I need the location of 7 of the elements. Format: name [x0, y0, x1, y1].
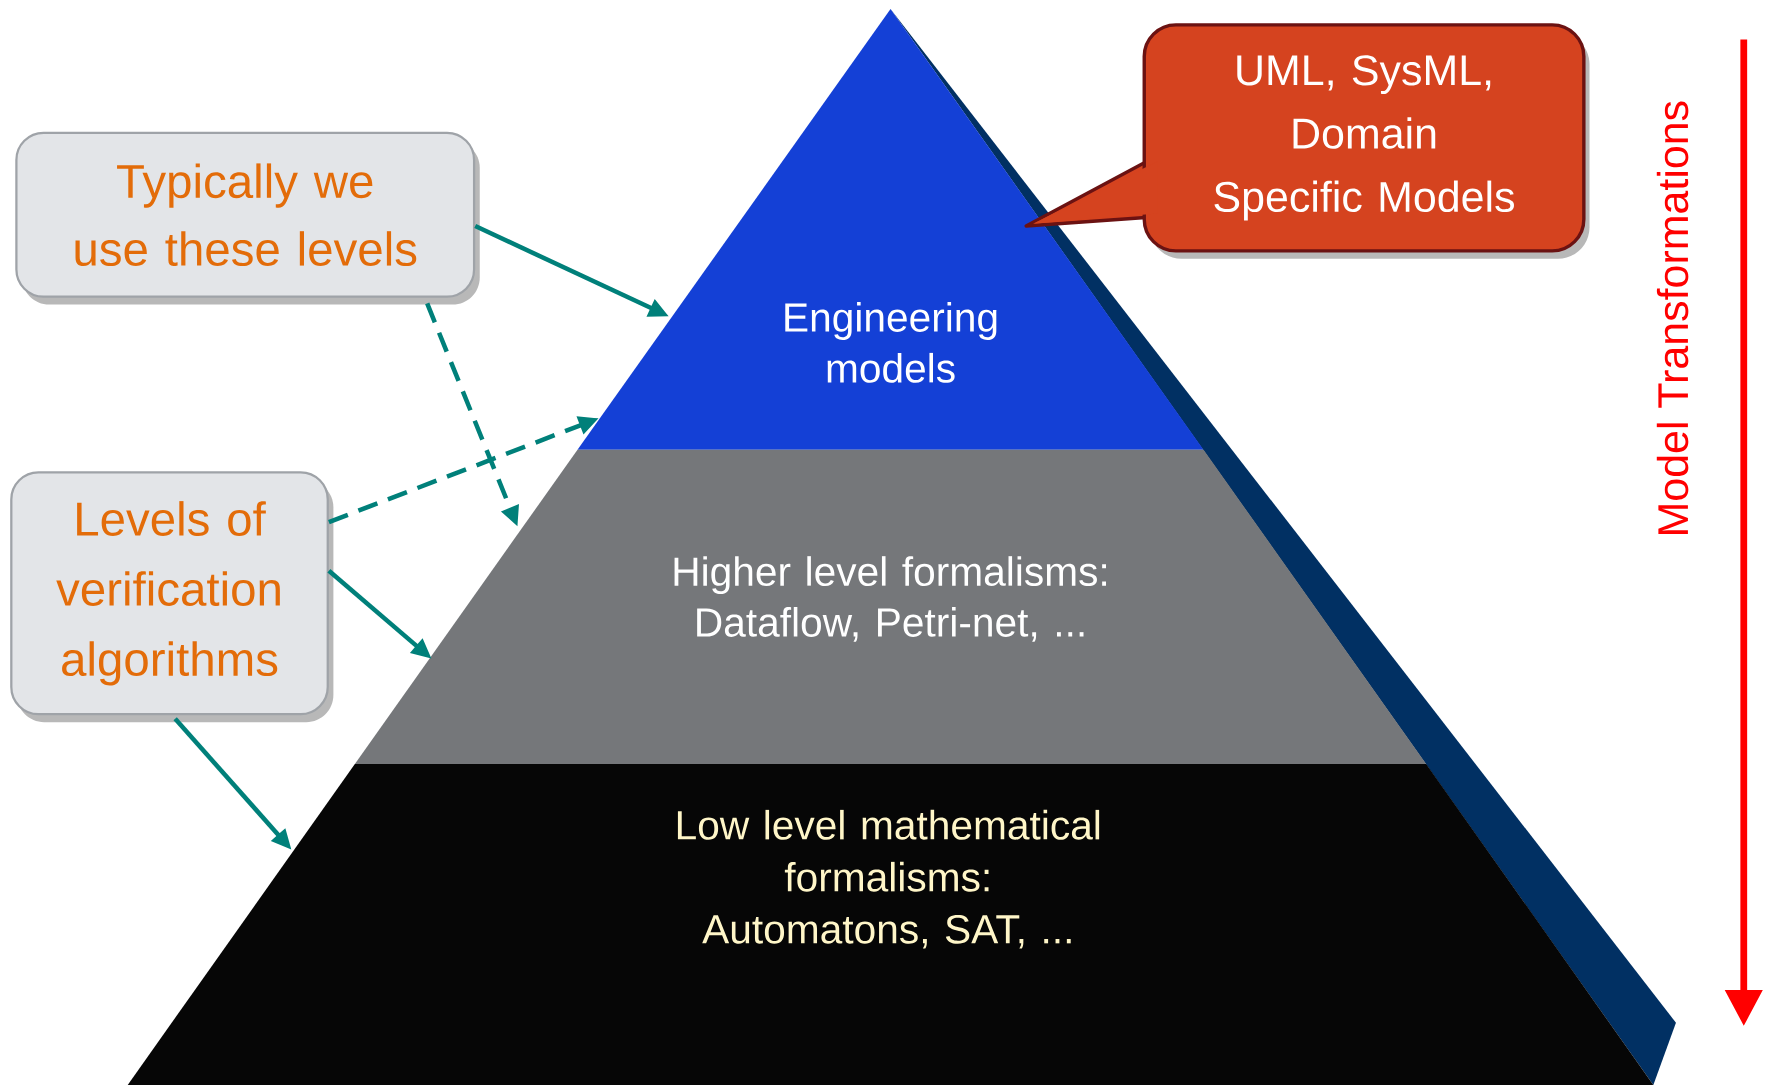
pyramid-level: Low level mathematical formalisms: Automatons, SAT, ... — [127, 763, 1654, 1085]
speech-bubble: UML, SysML, Domain Specific Models — [1024, 23, 1590, 259]
text-box: Typically we use these levels — [15, 131, 480, 305]
pyramid-level: Engineering models — [577, 8, 1204, 450]
pyramid-level: Higher level formalisms: Dataflow, Petri-net, ... — [354, 449, 1427, 764]
rotated-label: Model Transformations — [1656, 101, 1689, 534]
text-box: Levels of verification algorithms — [10, 471, 334, 723]
